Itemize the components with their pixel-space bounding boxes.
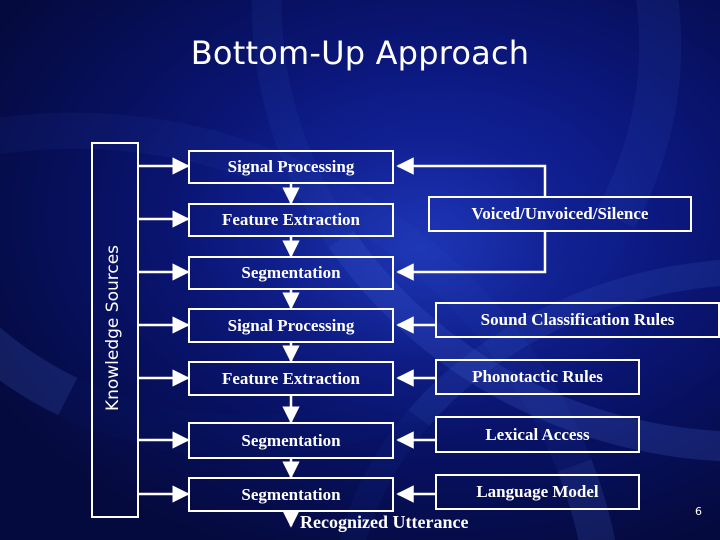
flow-box-segmentation-3: Segmentation xyxy=(188,477,394,512)
knowledge-sources-bar xyxy=(91,142,139,518)
page-number: 6 xyxy=(695,505,702,518)
flow-box-label: Feature Extraction xyxy=(221,368,360,388)
knowledge-box-lexical-access: Lexical Access xyxy=(435,416,640,453)
flow-box-label: Segmentation xyxy=(241,484,341,504)
flow-box-label: Signal Processing xyxy=(227,315,355,335)
page-title: Bottom-Up Approach xyxy=(190,34,530,72)
knowledge-box-label: Phonotactic Rules xyxy=(472,367,603,386)
knowledge-sources-label: Knowledge Sources xyxy=(91,142,135,514)
knowledge-box-label: Voiced/Unvoiced/Silence xyxy=(471,204,649,223)
flow-box-signal-processing-1: Signal Processing xyxy=(188,150,394,184)
knowledge-box-label: Language Model xyxy=(476,482,599,501)
flow-box-segmentation-2: Segmentation xyxy=(188,422,394,459)
flow-box-feature-extraction-2: Feature Extraction xyxy=(188,361,394,396)
knowledge-box-sound-classification-rules: Sound Classification Rules xyxy=(435,302,720,338)
knowledge-box-language-model: Language Model xyxy=(435,474,640,510)
flow-box-feature-extraction-1: Feature Extraction xyxy=(188,203,394,237)
knowledge-sources-text: Knowledge Sources xyxy=(103,244,124,412)
recognized-utterance-label: Recognized Utterance xyxy=(300,512,469,532)
knowledge-box-label: Sound Classification Rules xyxy=(480,310,675,329)
knowledge-box-phonotactic-rules: Phonotactic Rules xyxy=(435,359,640,395)
flow-box-label: Signal Processing xyxy=(227,157,355,176)
flow-box-segmentation-1: Segmentation xyxy=(188,256,394,290)
flow-box-label: Segmentation xyxy=(241,430,341,450)
knowledge-box-voiced-unvoiced-silence: Voiced/Unvoiced/Silence xyxy=(428,196,692,232)
knowledge-box-label: Lexical Access xyxy=(485,424,590,444)
flow-box-label: Feature Extraction xyxy=(221,210,360,229)
flow-box-signal-processing-2: Signal Processing xyxy=(188,308,394,343)
flow-box-label: Segmentation xyxy=(241,263,341,282)
